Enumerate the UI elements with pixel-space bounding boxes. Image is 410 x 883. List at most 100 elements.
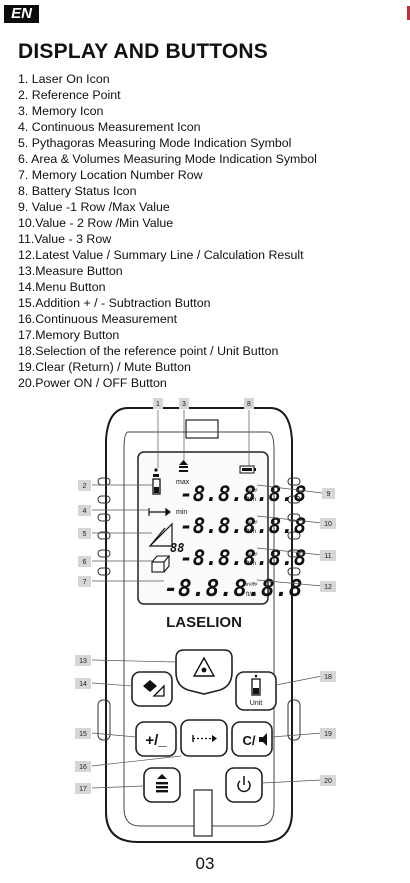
menu-button[interactable] bbox=[131, 671, 173, 707]
measure-button[interactable] bbox=[175, 649, 233, 695]
right-grip-ridges bbox=[287, 477, 301, 741]
unit-row-4-top: in²/ft² bbox=[246, 582, 258, 588]
callout-3: 3 bbox=[179, 398, 189, 409]
power-button[interactable] bbox=[225, 767, 263, 803]
unit-row-1-bottom: ft/m bbox=[246, 497, 256, 503]
callout-number: 10 bbox=[324, 521, 332, 528]
laser-on-icon bbox=[153, 468, 159, 477]
callout-7: 7 bbox=[78, 576, 91, 587]
latest-value-row: -8.8.8.8.8 bbox=[164, 576, 302, 602]
callout-2: 2 bbox=[78, 480, 91, 491]
callout-number: 16 bbox=[79, 764, 87, 771]
legend-item: 16.Continuous Measurement bbox=[18, 312, 178, 326]
callout-number: 20 bbox=[324, 778, 332, 785]
continuous-measurement-icon bbox=[148, 507, 171, 517]
callout-number: 7 bbox=[83, 579, 87, 586]
legend-item: 5. Pythagoras Measuring Mode Indication … bbox=[18, 136, 292, 150]
legend-item: 8. Battery Status Icon bbox=[18, 184, 137, 198]
unit-row-3-bottom: ft/m bbox=[246, 561, 256, 567]
callout-number: 18 bbox=[324, 674, 332, 681]
callout-13: 13 bbox=[75, 655, 91, 666]
legend-item: 4. Continuous Measurement Icon bbox=[18, 120, 201, 134]
reference-point-icon bbox=[152, 478, 161, 495]
value-row-1: -8.8.8.8.8 bbox=[180, 482, 306, 506]
legend-item: 6. Area & Volumes Measuring Mode Indicat… bbox=[18, 152, 317, 166]
memory-location-number: 88 bbox=[170, 541, 184, 555]
callout-6: 6 bbox=[78, 556, 91, 567]
legend-list: 1. Laser On Icon 2. Reference Point 3. M… bbox=[18, 71, 317, 391]
legend-item: 12.Latest Value / Summary Line / Calcula… bbox=[18, 248, 304, 262]
plus-minus-symbol: +/_ bbox=[145, 732, 167, 749]
legend-item: 2. Reference Point bbox=[18, 88, 121, 102]
legend-item: 19.Clear (Return) / Mute Button bbox=[18, 360, 191, 374]
area-volume-mode-icon bbox=[151, 555, 171, 573]
callout-5: 5 bbox=[78, 528, 91, 539]
min-label: min bbox=[176, 509, 187, 516]
callout-number: 14 bbox=[79, 681, 87, 688]
callout-17: 17 bbox=[75, 783, 91, 794]
callout-number: 15 bbox=[79, 731, 87, 738]
page-edge-marker bbox=[407, 6, 410, 20]
language-badge: EN bbox=[4, 5, 39, 23]
callout-number: 9 bbox=[327, 491, 331, 498]
callout-15: 15 bbox=[75, 728, 91, 739]
reference-point-fill bbox=[154, 487, 159, 493]
pythagoras-mode-icon bbox=[148, 522, 173, 547]
unit-row-2-top: in²/ft² bbox=[246, 520, 258, 526]
callout-19: 19 bbox=[320, 728, 336, 739]
callout-number: 19 bbox=[324, 731, 332, 738]
callout-number: 8 bbox=[247, 401, 251, 408]
callout-number: 13 bbox=[79, 658, 87, 665]
page-number: 03 bbox=[195, 854, 215, 873]
speaker-icon bbox=[259, 733, 267, 746]
unit-row-1-top: in²/ft² bbox=[246, 488, 258, 494]
callout-16: 16 bbox=[75, 761, 91, 772]
callout-1: 1 bbox=[153, 398, 163, 409]
device-diagram: max -8.8.8.8.8 in²/ft² ft/m min -8.8.8.8… bbox=[75, 398, 336, 843]
max-label: max bbox=[176, 479, 190, 486]
callout-4: 4 bbox=[78, 505, 91, 516]
unit-button[interactable]: Unit bbox=[235, 671, 277, 711]
memory-button[interactable] bbox=[143, 767, 181, 803]
lcd-screen bbox=[137, 451, 269, 605]
legend-item: 15.Addition + / - Subtraction Button bbox=[18, 296, 211, 310]
page-title: DISPLAY AND BUTTONS bbox=[18, 40, 269, 63]
callout-number: 1 bbox=[156, 401, 160, 408]
value-row-3: -8.8.8.8.8 bbox=[180, 546, 306, 570]
bottom-slot bbox=[193, 789, 213, 837]
callout-number: 6 bbox=[83, 559, 87, 566]
clear-symbol: C/ bbox=[243, 733, 256, 748]
legend-item: 14.Menu Button bbox=[18, 280, 106, 294]
battery-icon bbox=[239, 465, 256, 474]
callout-number: 11 bbox=[324, 553, 331, 560]
callout-number: 17 bbox=[79, 786, 87, 793]
laser-window bbox=[185, 419, 219, 439]
legend-item: 10.Value - 2 Row /Min Value bbox=[18, 216, 174, 230]
unit-row-2-bottom: ft/m bbox=[246, 529, 256, 535]
legend-item: 13.Measure Button bbox=[18, 264, 123, 278]
brand-logo: LASELION bbox=[166, 614, 242, 631]
left-grip-ridges bbox=[97, 477, 111, 741]
device-face bbox=[123, 431, 275, 827]
callout-20: 20 bbox=[320, 775, 336, 786]
legend-item: 18.Selection of the reference point / Un… bbox=[18, 344, 279, 358]
callout-number: 12 bbox=[324, 584, 332, 591]
legend-item: 11.Value - 3 Row bbox=[18, 232, 112, 246]
legend-item: 9. Value -1 Row /Max Value bbox=[18, 200, 170, 214]
callout-number: 5 bbox=[83, 531, 87, 538]
legend-item: 3. Memory Icon bbox=[18, 104, 104, 118]
memory-icon bbox=[179, 460, 188, 472]
callout-number: 4 bbox=[83, 508, 87, 515]
callout-lines bbox=[91, 410, 323, 789]
continuous-measurement-button[interactable] bbox=[180, 719, 228, 757]
unit-button-label: Unit bbox=[250, 700, 263, 707]
legend-item: 17.Memory Button bbox=[18, 328, 120, 342]
callout-18: 18 bbox=[320, 671, 336, 682]
callout-9: 9 bbox=[322, 488, 335, 499]
callout-12: 12 bbox=[320, 581, 336, 592]
legend-item: 7. Memory Location Number Row bbox=[18, 168, 203, 182]
add-subtract-button[interactable]: +/_ bbox=[135, 721, 177, 757]
callout-11: 11 bbox=[320, 550, 336, 561]
callout-number: 2 bbox=[83, 483, 87, 490]
clear-mute-button[interactable]: C/ bbox=[231, 721, 273, 757]
